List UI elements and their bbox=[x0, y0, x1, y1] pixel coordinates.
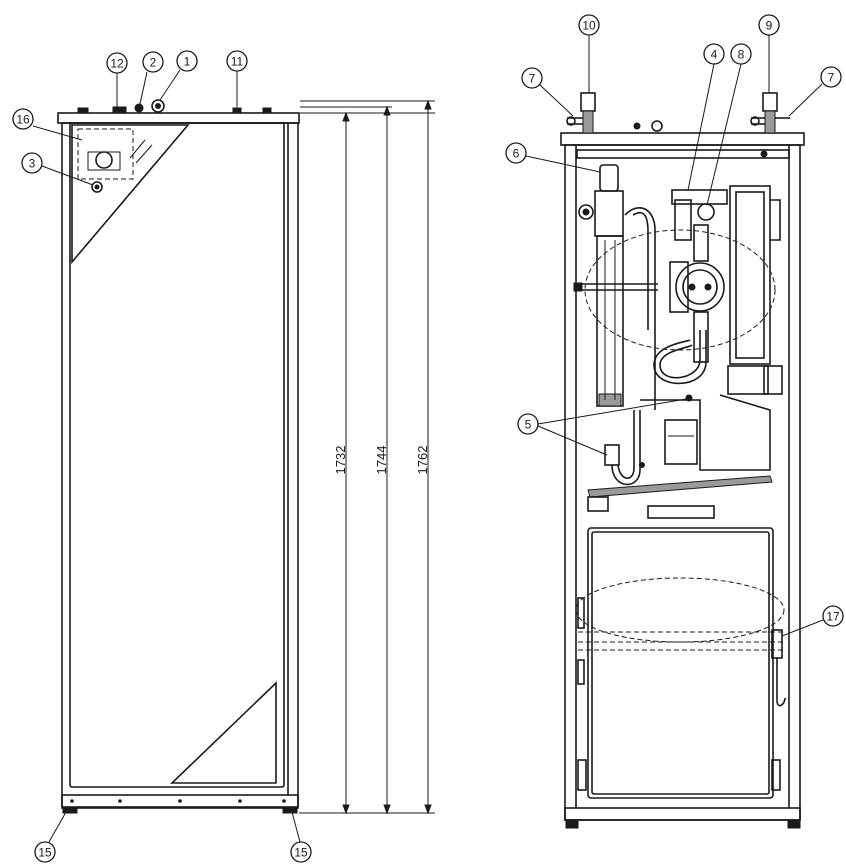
callout-1: 1 bbox=[159, 50, 198, 101]
heat-exchanger bbox=[729, 185, 771, 365]
front-control-knob bbox=[95, 151, 113, 169]
callout-5: 5 bbox=[517, 398, 687, 456]
internal-plinth bbox=[564, 807, 801, 821]
valve-group-right bbox=[750, 92, 790, 134]
callout-12: 12 bbox=[106, 52, 128, 107]
svg-text:2: 2 bbox=[150, 56, 157, 70]
svg-text:7: 7 bbox=[828, 71, 835, 85]
dimension-label-1732: 1732 bbox=[333, 446, 348, 475]
drain-point-lower bbox=[604, 444, 620, 466]
svg-text:15: 15 bbox=[294, 846, 308, 860]
circulation-pump bbox=[669, 189, 728, 363]
dimension-label-1762: 1762 bbox=[415, 446, 430, 475]
control-box-outline bbox=[640, 394, 771, 471]
svg-text:10: 10 bbox=[582, 19, 596, 33]
front-foot-right bbox=[282, 806, 298, 814]
front-control-panel-outline bbox=[77, 128, 134, 180]
internal-view bbox=[560, 92, 805, 829]
front-door-panel bbox=[69, 122, 285, 788]
callout-11: 11 bbox=[226, 50, 248, 107]
callout-3: 3 bbox=[21, 152, 94, 186]
svg-text:16: 16 bbox=[16, 113, 30, 127]
hot-water-tank bbox=[587, 527, 774, 799]
svg-text:9: 9 bbox=[766, 19, 773, 33]
internal-foot-left bbox=[565, 819, 579, 829]
callout-7-right: 7 bbox=[788, 66, 842, 117]
dimension-lines: 1732 1744 1762 bbox=[299, 99, 435, 815]
callout-2: 2 bbox=[139, 51, 164, 105]
callout-15-left: 15 bbox=[34, 811, 67, 863]
svg-text:6: 6 bbox=[513, 147, 520, 161]
dimension-label-1744: 1744 bbox=[374, 446, 389, 475]
internal-foot-right bbox=[787, 819, 801, 829]
callout-4: 4 bbox=[687, 43, 725, 191]
internal-top-cap bbox=[560, 132, 805, 146]
svg-text:4: 4 bbox=[711, 48, 718, 62]
callout-17: 17 bbox=[781, 605, 844, 637]
valve-group-left bbox=[566, 92, 596, 134]
front-upper-window bbox=[71, 124, 190, 265]
front-component-3 bbox=[91, 181, 103, 193]
front-top-cap bbox=[57, 112, 300, 124]
front-lower-window bbox=[170, 681, 277, 784]
svg-text:5: 5 bbox=[525, 418, 532, 432]
svg-text:1: 1 bbox=[184, 55, 191, 69]
upper-tank-outline bbox=[584, 229, 776, 351]
callout-6: 6 bbox=[505, 142, 601, 173]
callout-16: 16 bbox=[12, 108, 83, 141]
control-box bbox=[664, 419, 698, 465]
svg-text:12: 12 bbox=[110, 57, 124, 71]
callout-8: 8 bbox=[706, 43, 752, 206]
drip-tray bbox=[587, 475, 773, 498]
svg-text:7: 7 bbox=[529, 72, 536, 86]
svg-text:8: 8 bbox=[738, 48, 745, 62]
backup-heater bbox=[594, 164, 624, 407]
front-plinth bbox=[61, 794, 299, 808]
callout-10: 10 bbox=[578, 14, 600, 93]
callout-15-right: 15 bbox=[290, 811, 312, 863]
callout-7-left: 7 bbox=[521, 67, 574, 117]
callouts: 12 2 1 11 16 3 15 bbox=[12, 14, 844, 863]
svg-text:15: 15 bbox=[38, 846, 52, 860]
front-view bbox=[57, 99, 300, 814]
callout-9: 9 bbox=[758, 14, 780, 93]
svg-text:3: 3 bbox=[29, 157, 36, 171]
front-foot-left bbox=[62, 806, 78, 814]
svg-text:11: 11 bbox=[231, 55, 244, 69]
front-cabinet-outline bbox=[61, 122, 299, 809]
lower-tank-outline bbox=[575, 577, 785, 643]
svg-text:17: 17 bbox=[826, 610, 840, 624]
